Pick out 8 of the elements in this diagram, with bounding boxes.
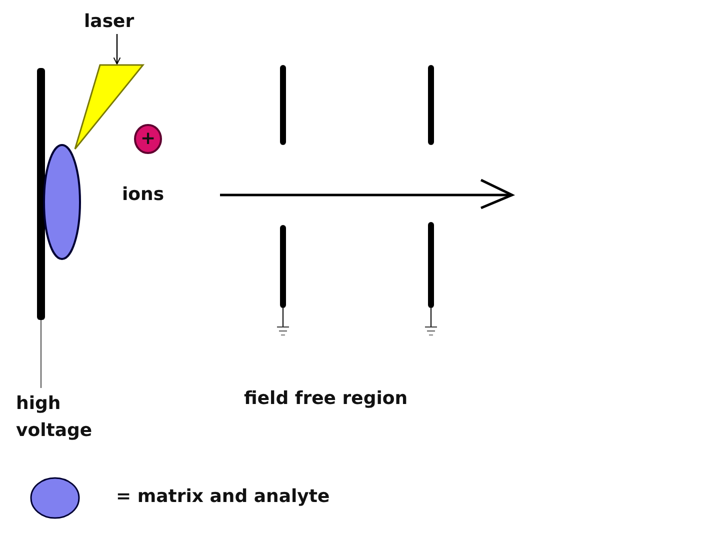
ions-label: ions [122,184,164,205]
region-label: field free region [244,388,408,409]
wire-line [40,320,42,388]
legend-label: = matrix and analyte [116,486,330,507]
voltage-label: high voltage [16,390,116,444]
laser-label: laser [84,8,148,34]
charge-sign: + [140,130,156,148]
arrow [113,34,121,64]
